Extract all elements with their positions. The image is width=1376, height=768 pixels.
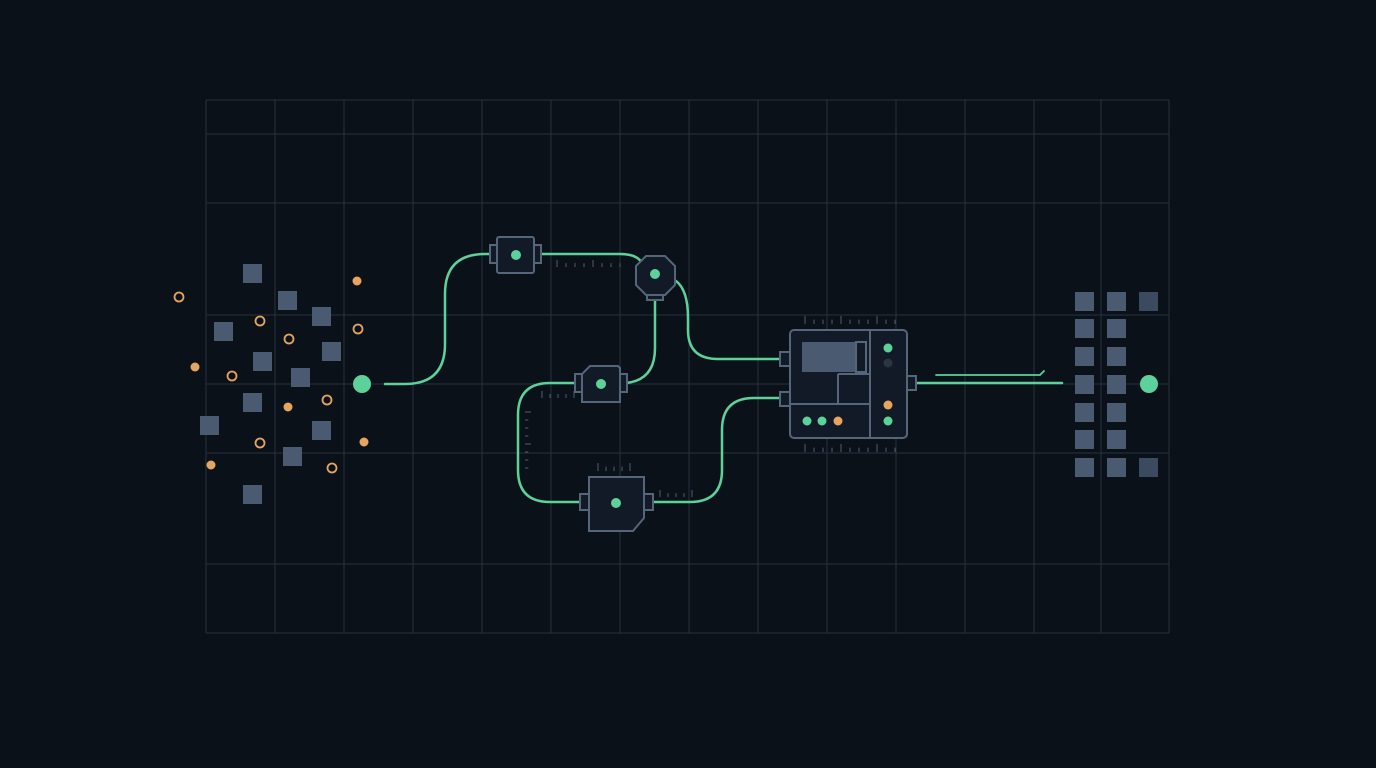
pipeline-node-octagon: [635, 255, 676, 301]
data-square: [312, 421, 331, 440]
node-status-dot: [650, 269, 660, 279]
output-data-square: [1075, 292, 1094, 311]
pipeline-node-top: [489, 236, 542, 274]
node-status-dot: [596, 379, 606, 389]
indicator-dot: [817, 416, 827, 426]
data-ring-dot: [321, 394, 333, 406]
output-data-square: [1075, 403, 1094, 422]
data-ring-dot: [254, 437, 266, 449]
processor-display: [802, 342, 856, 372]
data-square: [243, 264, 262, 283]
output-data-square: [1139, 292, 1158, 311]
output-data-square: [1139, 458, 1158, 477]
pipeline-node-bottom: [579, 476, 654, 532]
indicator-dot: [833, 416, 843, 426]
data-square: [291, 368, 310, 387]
data-dot: [206, 460, 216, 470]
output-data-square: [1107, 375, 1126, 394]
data-dot: [359, 437, 369, 447]
data-square: [214, 322, 233, 341]
flow-arrow: [935, 370, 1045, 376]
indicator-dot: [883, 358, 893, 368]
data-square: [283, 447, 302, 466]
output-data-square: [1107, 347, 1126, 366]
output-data-square: [1107, 403, 1126, 422]
data-dot: [190, 362, 200, 372]
path-bottom-to-processor: [649, 396, 782, 504]
data-ring-dot: [283, 333, 295, 345]
output-terminal-dot: [1140, 375, 1158, 393]
output-data-square: [1107, 458, 1126, 477]
pipeline-node-middle: [574, 365, 628, 403]
output-data-square: [1075, 375, 1094, 394]
measurement-ticks: [525, 260, 896, 497]
data-square: [278, 291, 297, 310]
data-square: [243, 393, 262, 412]
output-data-square: [1107, 319, 1126, 338]
path-octagon-to-middle: [624, 294, 657, 385]
indicator-dot: [883, 416, 893, 426]
connection-paths: [383, 252, 1064, 504]
data-dot: [283, 402, 293, 412]
data-square: [312, 307, 331, 326]
data-ring-dot: [226, 370, 238, 382]
structured-data-grid-icon: [1075, 292, 1158, 477]
indicator-dot: [883, 400, 893, 410]
indicator-dot: [802, 416, 812, 426]
processor-module: [779, 329, 917, 439]
data-square: [243, 485, 262, 504]
path-octagon-to-processor: [674, 279, 782, 361]
input-terminal-dot: [353, 375, 371, 393]
data-square: [200, 416, 219, 435]
node-status-dot: [611, 498, 621, 508]
path-input-to-top-node: [383, 252, 494, 386]
data-square: [253, 352, 272, 371]
data-ring-dot: [173, 291, 185, 303]
output-data-square: [1075, 430, 1094, 449]
output-data-square: [1107, 430, 1126, 449]
output-data-square: [1075, 319, 1094, 338]
output-data-square: [1075, 347, 1094, 366]
output-data-square: [1075, 458, 1094, 477]
data-ring-dot: [352, 323, 364, 335]
data-dot: [352, 276, 362, 286]
output-data-square: [1107, 292, 1126, 311]
path-middle-to-bottom: [516, 381, 582, 504]
data-ring-dot: [254, 315, 266, 327]
node-status-dot: [511, 250, 521, 260]
data-ring-dot: [326, 462, 338, 474]
data-square: [322, 342, 341, 361]
indicator-dot: [883, 343, 893, 353]
scattered-data-squares-icon: [173, 264, 369, 504]
